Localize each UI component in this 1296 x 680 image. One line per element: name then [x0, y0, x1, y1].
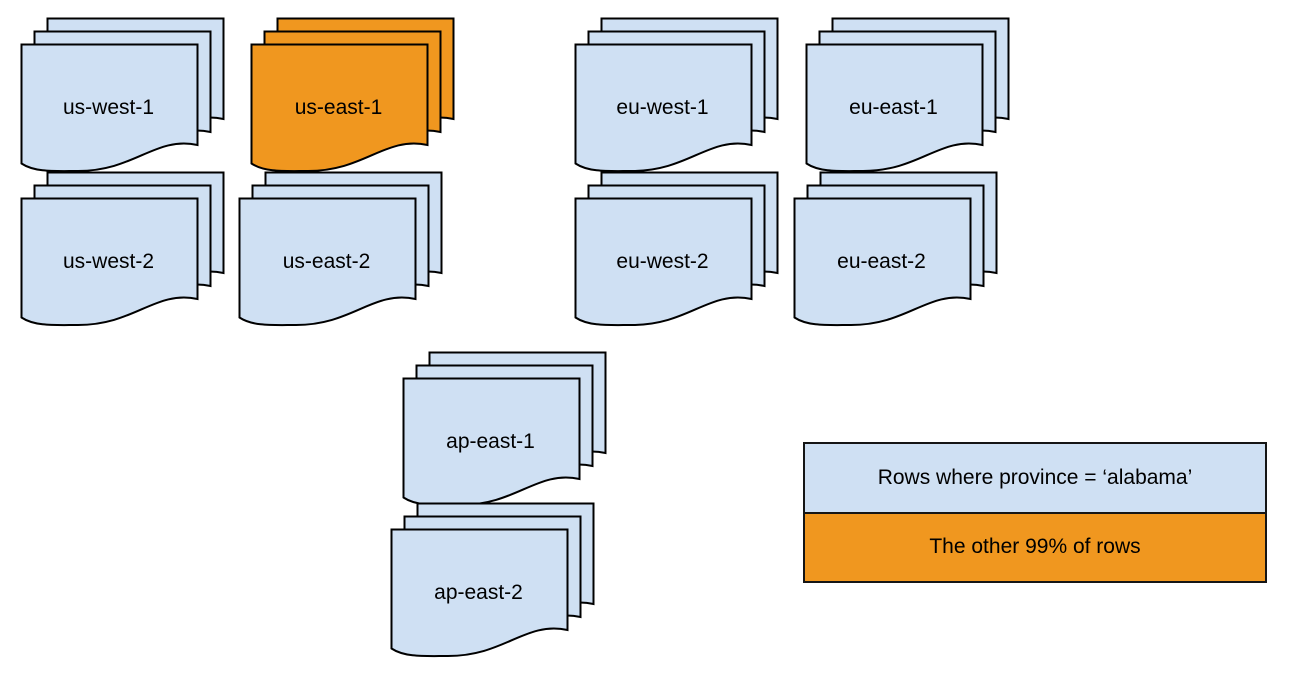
document-shape-front	[238, 197, 417, 327]
legend-item-alabama: Rows where province = ‘alabama’	[805, 444, 1265, 512]
document-shape-front	[390, 528, 569, 658]
region-stack-us-west-2: us-west-2	[20, 171, 225, 331]
legend-item-other-rows-label: The other 99% of rows	[929, 535, 1141, 559]
document-shape-front	[805, 43, 984, 173]
region-stack-eu-east-1: eu-east-1	[805, 17, 1010, 177]
legend: Rows where province = ‘alabama’ The othe…	[803, 442, 1267, 583]
legend-item-other-rows: The other 99% of rows	[805, 511, 1265, 581]
region-stack-eu-east-2: eu-east-2	[793, 171, 998, 331]
document-shape-front	[20, 197, 199, 327]
region-stack-us-east-1: us-east-1	[250, 17, 455, 177]
document-shape-front	[402, 377, 581, 507]
region-stack-us-east-2: us-east-2	[238, 171, 443, 331]
document-shape-front	[793, 197, 972, 327]
region-stack-eu-west-1: eu-west-1	[574, 17, 779, 177]
document-shape-front	[250, 43, 429, 173]
document-shape-front	[574, 197, 753, 327]
document-shape-front	[20, 43, 199, 173]
region-stack-ap-east-2: ap-east-2	[390, 502, 595, 662]
legend-item-alabama-label: Rows where province = ‘alabama’	[877, 465, 1193, 489]
region-stack-eu-west-2: eu-west-2	[574, 171, 779, 331]
region-stack-ap-east-1: ap-east-1	[402, 351, 607, 511]
region-stack-us-west-1: us-west-1	[20, 17, 225, 177]
document-shape-front	[574, 43, 753, 173]
